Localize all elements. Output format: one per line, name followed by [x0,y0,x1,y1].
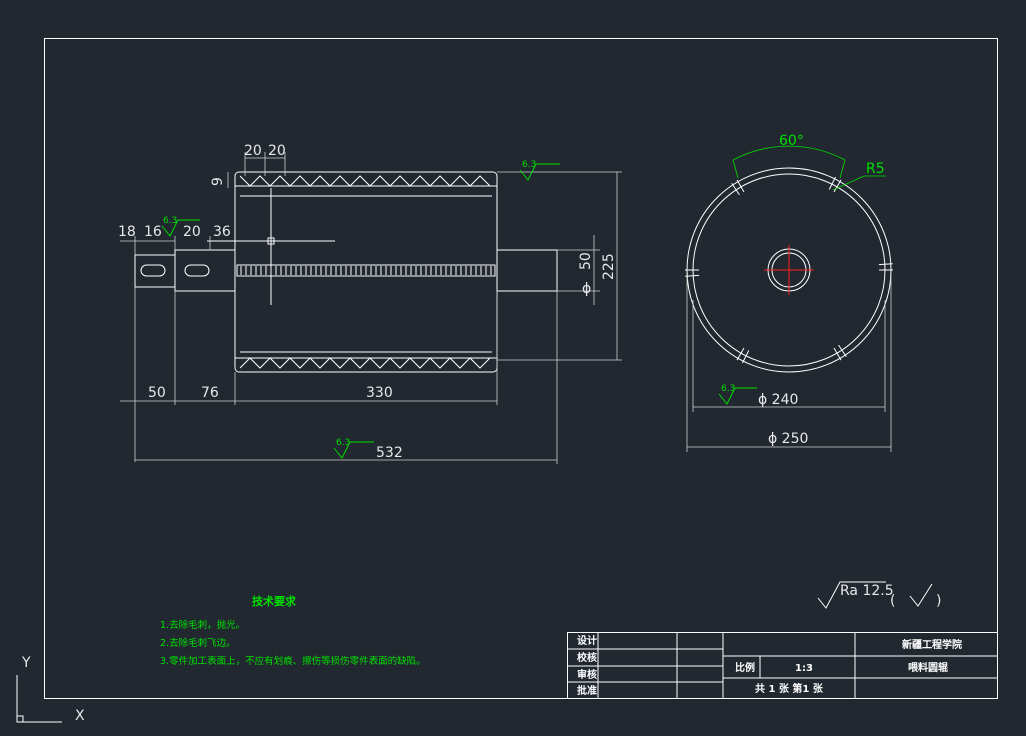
tb-review: 审核 [577,668,597,681]
notes-title: 技术要求 [252,594,297,608]
dim-9: 9 [210,177,226,186]
tooth-notch [833,347,842,361]
front-dimensions [120,152,622,464]
dim-18: 18 [118,224,136,240]
dim-dia-250: ϕ 250 [768,431,808,447]
svg-text:6.3: 6.3 [336,438,350,448]
ucs-x-label: X [75,708,85,724]
ucs-icon [16,675,62,723]
dim-20-top-1: 20 [244,143,262,159]
dim-36: 36 [213,224,231,240]
dim-76: 76 [201,385,219,401]
ucs-y-label: Y [21,655,31,671]
roughness-mark-top: 6.3 [519,160,560,181]
tb-approve: 批准 [577,684,597,697]
dim-dia-mark: ϕ [582,281,591,297]
tooth-notch [742,350,750,364]
roughness-mark-left: 6.3 [161,216,200,237]
note-3: 3.零件加工表面上，不应有划痕、擦伤等损伤零件表面的缺陷。 [160,655,426,667]
center-lines [764,245,814,295]
tb-school: 新疆工程学院 [902,638,962,651]
tooth-strip-hatch [240,266,492,275]
tooth-notch [878,263,893,266]
dim-20-top-2: 20 [268,143,286,159]
dim-dia-240: ϕ 240 [758,392,798,408]
svg-text:6.3: 6.3 [522,160,536,170]
svg-text:Ra 12.5: Ra 12.5 [840,583,894,599]
tb-scale-label: 比例 [735,661,755,674]
teeth-bottom [239,357,491,369]
front-view [134,171,558,373]
keyway-1 [140,264,166,277]
tb-check: 校核 [577,651,597,664]
dim-330: 330 [366,385,393,401]
drawing-border [44,38,998,699]
dim-50-left: 50 [148,385,166,401]
tooth-notches [685,176,893,364]
side-dimensions [686,145,892,452]
tooth-notch [833,179,842,193]
note-1: 1.去除毛刺，抛光。 [160,619,245,631]
dim-20-left: 20 [183,224,201,240]
svg-text:6.3: 6.3 [721,384,735,394]
tooth-notch [736,179,745,193]
svg-text:6.3: 6.3 [163,216,177,226]
tb-design: 设计 [577,634,597,647]
note-2: 2.去除毛刺飞边。 [160,637,236,649]
tooth-notch [731,182,740,196]
keyway-2 [184,264,210,277]
tooth-notch [685,274,700,277]
shaft-right [496,249,558,292]
shaft-step [174,249,236,292]
tb-scale-value: 1:3 [795,663,813,674]
cad-cursor[interactable] [207,188,335,305]
svg-text:): ) [936,593,941,609]
title-block [567,632,998,699]
tooth-notch [736,347,745,361]
dim-50-shaft: 50 [578,252,594,270]
dim-225: 225 [601,253,617,280]
dim-532: 532 [376,445,403,461]
dim-16: 16 [144,224,162,240]
roughness-mark-side: 6.3 [718,384,757,405]
roughness-mark-bottom: 6.3 [333,438,374,459]
svg-text:(: ( [890,593,895,609]
tb-sheets: 共 1 张 第1 张 [755,682,824,695]
angle-60: 60° [779,133,804,149]
teeth-top [239,175,491,187]
tooth-strip [236,264,496,277]
tb-part-name: 喂料圆辊 [908,661,948,674]
tooth-notch [828,176,836,190]
tooth-notch [838,344,847,358]
radius-r5: R5 [866,161,885,177]
general-roughness: Ra 12.5 ( ) [817,581,941,609]
